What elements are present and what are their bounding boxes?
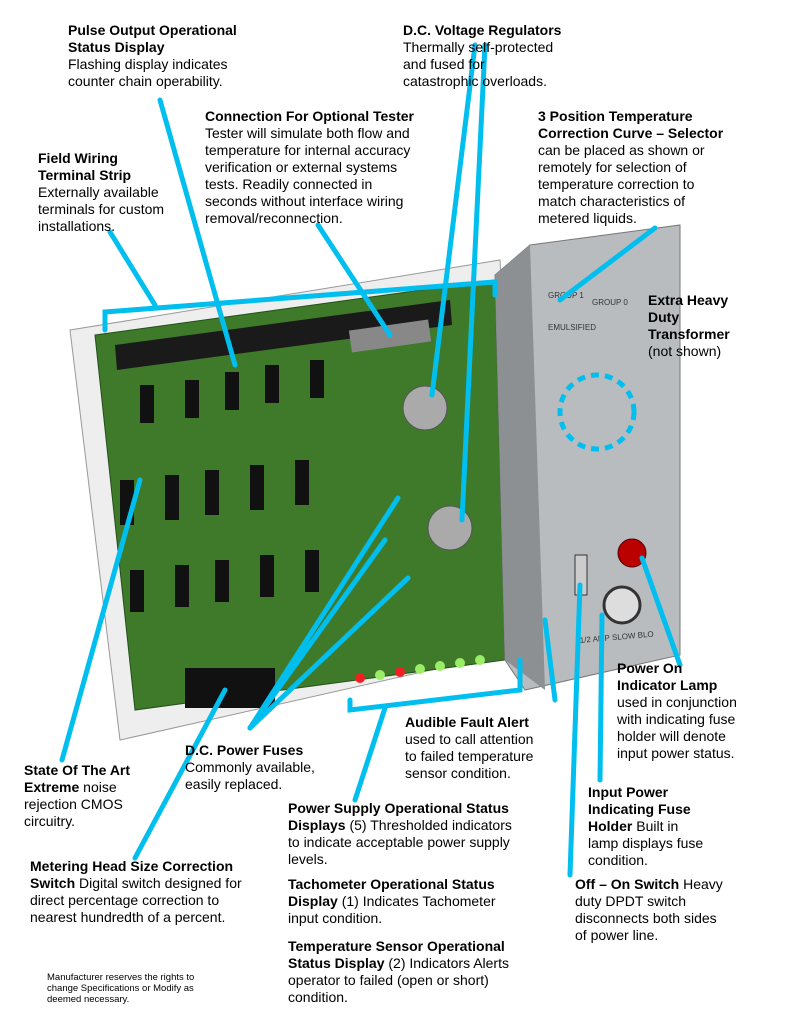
annotation-pulse-output: Pulse Output Operational Status Display … [68, 22, 237, 90]
annotation-body: (2) Indicators Alerts operator to failed… [288, 955, 509, 1005]
annotation-transformer: Extra Heavy Duty Transformer (not shown) [648, 292, 730, 360]
annotation-body: Flashing display indicates counter chain… [68, 56, 228, 89]
annotation-title: Power On Indicator Lamp [617, 660, 718, 693]
annotation-title: D.C. Voltage Regulators [403, 22, 562, 38]
annotation-temp-sensor: Temperature Sensor Operational Status Di… [288, 938, 509, 1006]
annotation-title: Pulse Output Operational Status Display [68, 22, 237, 55]
annotation-body: Commonly available, easily replaced. [185, 759, 315, 792]
annotation-title: Connection For Optional Tester [205, 108, 414, 124]
panel-label-emulsified: EMULSIFIED [548, 323, 596, 332]
annotation-body: (5) Thresholded indicators to indicate a… [288, 817, 512, 867]
footnote: Manufacturer reserves the rights to chan… [47, 972, 195, 1005]
annotation-title: Field Wiring Terminal Strip [38, 150, 132, 183]
annotation-body: Heavy duty DPDT switch disconnects both … [575, 876, 723, 943]
annotation-title: Extra Heavy Duty Transformer [648, 292, 730, 342]
annotation-title: Power Supply Operational Status Displays [288, 800, 509, 833]
annotation-fuse-holder: Input Power Indicating Fuse Holder Built… [588, 784, 703, 869]
annotation-body: used to call attention to failed tempera… [405, 731, 534, 781]
annotation-field-wiring: Field Wiring Terminal Strip Externally a… [38, 150, 164, 235]
annotation-body: Digital switch designed for direct perce… [30, 875, 242, 925]
annotation-title: D.C. Power Fuses [185, 742, 304, 758]
annotation-title: Audible Fault Alert [405, 714, 529, 730]
annotation-power-lamp: Power On Indicator Lamp used in conjunct… [617, 660, 737, 762]
transformer-outline [557, 372, 637, 452]
annotation-title: Metering Head Size Correction Switch [30, 858, 234, 891]
annotation-body: Externally available terminals for custo… [38, 184, 165, 234]
fuse-holder[interactable] [602, 585, 642, 625]
annotation-audible-alert: Audible Fault Alert used to call attenti… [405, 714, 533, 782]
annotation-title: State Of The Art Extreme [24, 762, 131, 795]
panel-side [495, 245, 545, 690]
metering-switch-block [185, 668, 275, 708]
annotation-title: Tachometer Operational Status Display [288, 876, 495, 909]
annotation-body: Tester will simulate both flow and tempe… [205, 125, 411, 226]
leader-lines [59, 42, 683, 878]
annotation-body: Thermally self-protected and fused for c… [403, 39, 554, 89]
annotation-tester: Connection For Optional Tester Tester wi… [205, 108, 414, 227]
annotation-temp-selector: 3 Position Temperature Correction Curve … [538, 108, 723, 227]
terminal-strip [115, 300, 452, 370]
annotation-body: (1) Indicates Tachometer input condition… [288, 893, 496, 926]
voltage-regulator-1 [402, 385, 448, 431]
annotation-off-on: Off – On Switch Heavy duty DPDT switch d… [575, 876, 723, 944]
annotation-tachometer: Tachometer Operational Status Display (1… [288, 876, 496, 927]
annotation-dc-regulators: D.C. Voltage Regulators Thermally self-p… [403, 22, 561, 90]
annotation-title: Off – On Switch [575, 876, 680, 892]
annotation-title: 3 Position Temperature Correction Curve … [538, 108, 724, 141]
annotation-body: Built in lamp displays fuse condition. [588, 818, 704, 868]
annotation-body: used in conjunction with indicating fuse… [617, 694, 737, 761]
annotation-cmos: State Of The Art Extreme noise rejection… [24, 762, 130, 830]
annotation-power-supply-displays: Power Supply Operational Status Displays… [288, 800, 512, 868]
annotation-body: noise rejection CMOS circuitry. [24, 779, 123, 829]
ic-chips [120, 360, 324, 612]
panel-label-group0: GROUP 0 [592, 298, 628, 307]
annotation-dc-fuses: D.C. Power Fuses Commonly available, eas… [185, 742, 315, 793]
voltage-regulator-2 [427, 505, 473, 551]
annotation-title: Temperature Sensor Operational Status Di… [288, 938, 505, 971]
power-indicator-lamp[interactable] [617, 538, 647, 568]
annotation-body: (not shown) [648, 343, 722, 359]
annotation-body: can be placed as shown or remotely for s… [538, 142, 705, 226]
annotation-title: Input Power Indicating Fuse Holder [588, 784, 691, 834]
status-leds [355, 655, 485, 683]
annotation-metering-switch: Metering Head Size Correction Switch Dig… [30, 858, 242, 926]
